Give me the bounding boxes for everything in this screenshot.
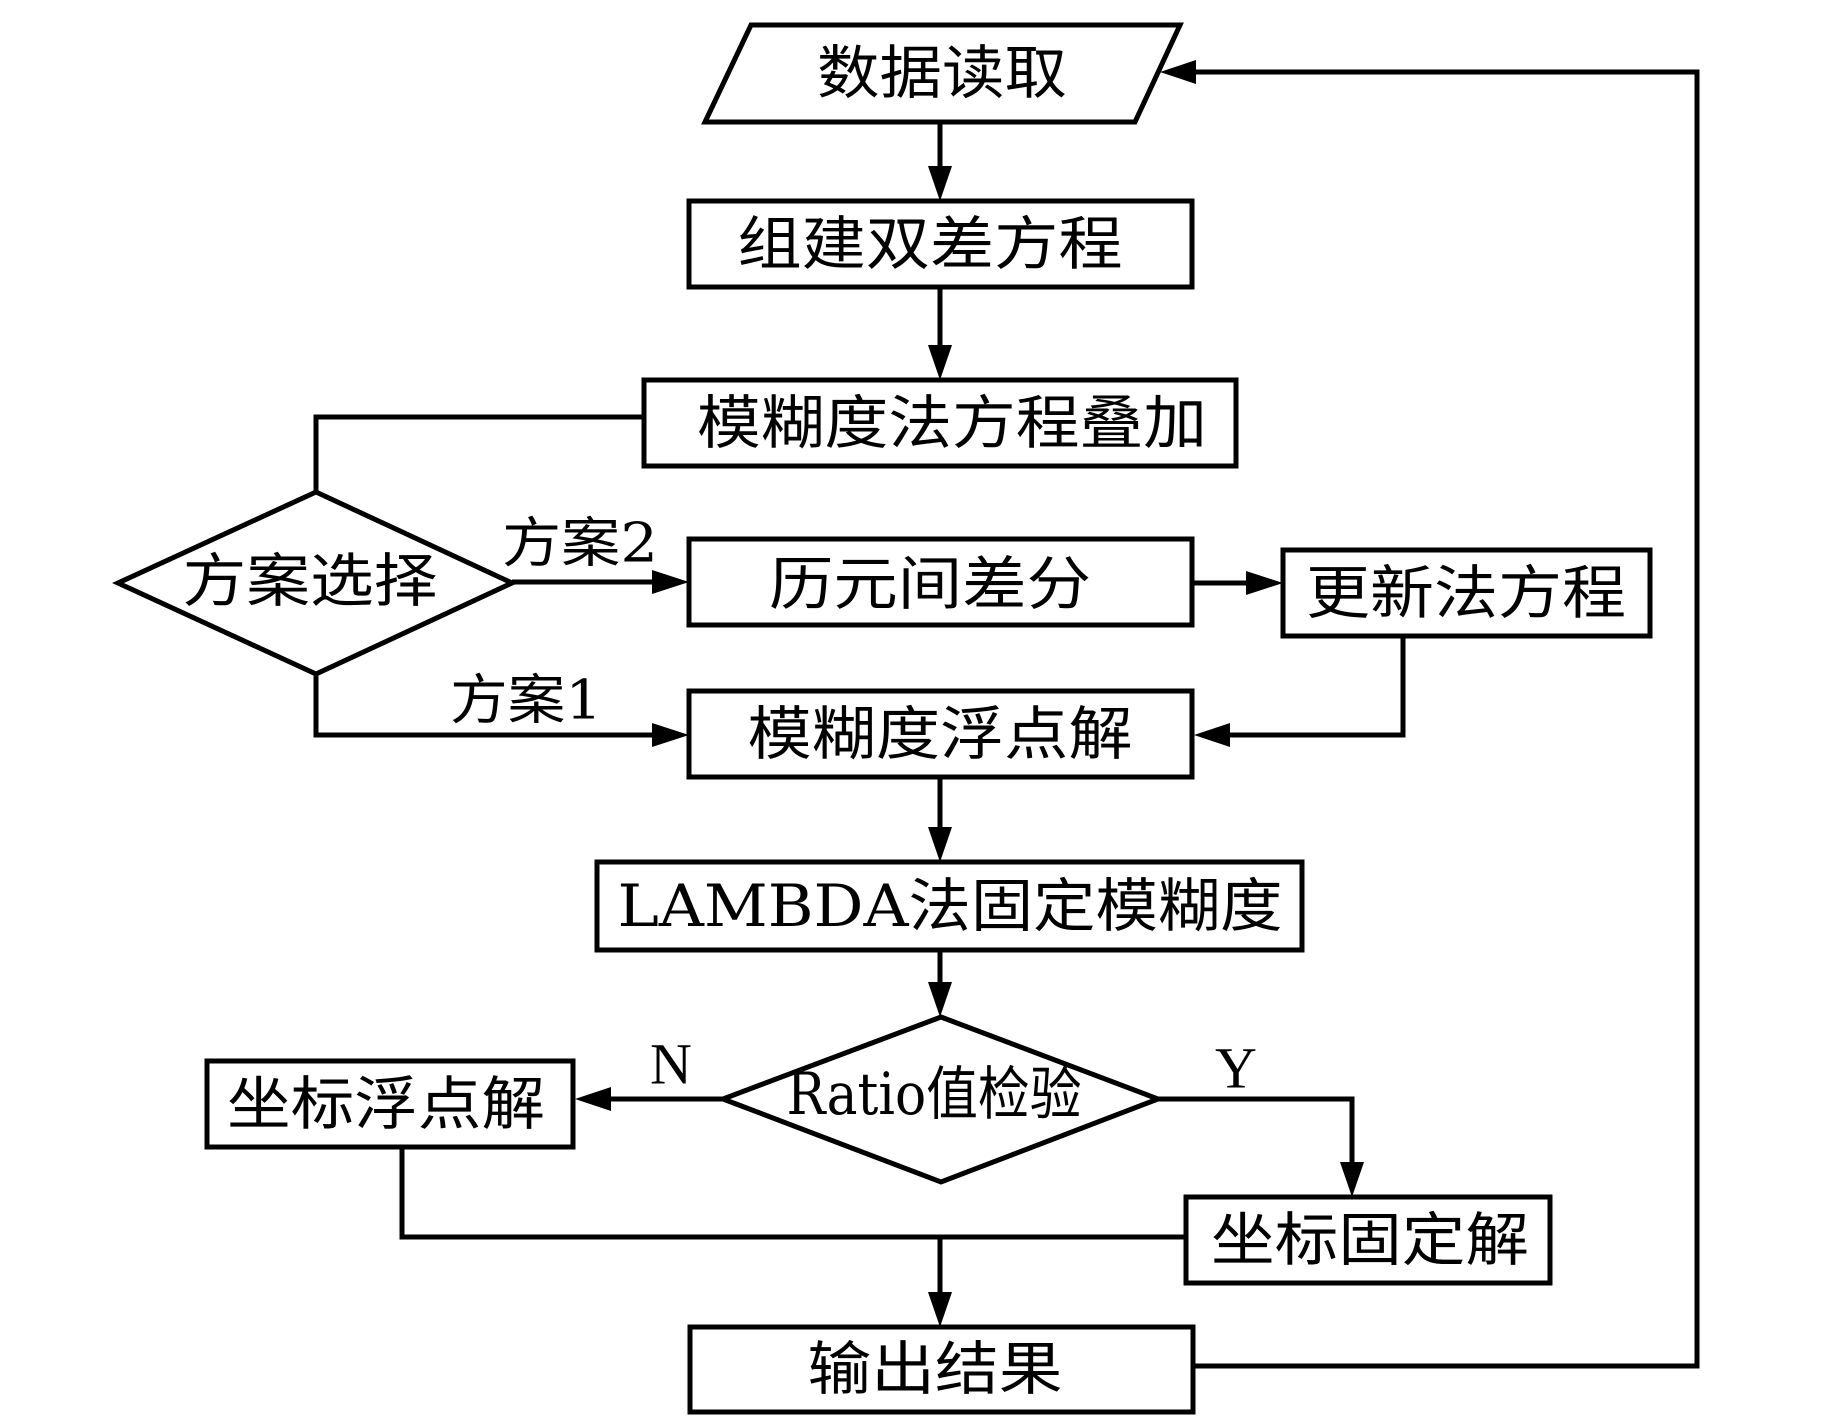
node-coordinate-float-solution[interactable]: 坐标浮点解 — [204, 1058, 576, 1150]
edge-update-to-float — [1218, 636, 1406, 738]
node-label: 数据读取 — [817, 39, 1067, 107]
arrowhead-down — [928, 166, 952, 201]
edge-label-scheme2: 方案2 — [502, 512, 658, 575]
node-normal-equation-stack[interactable]: 模糊度法方程叠加 — [641, 377, 1239, 469]
rect-shape — [686, 198, 1195, 290]
node-output-result[interactable]: 输出结果 — [687, 1324, 1196, 1415]
edge-ratio-to-coord-fixed — [1158, 1096, 1355, 1174]
arrowhead-left — [575, 1087, 611, 1111]
arrowhead-left — [1160, 60, 1196, 84]
arrowhead-down — [928, 982, 952, 1017]
node-label: 坐标浮点解 — [227, 1070, 545, 1138]
rect-shape — [641, 377, 1239, 469]
edge-stack-to-select — [313, 414, 644, 513]
node-epoch-difference[interactable]: 历元间差分 — [686, 536, 1195, 628]
node-lambda-fix-ambiguity[interactable]: LAMBDA法固定模糊度 — [594, 859, 1305, 953]
node-label: Ratio值检验 — [787, 1060, 1082, 1128]
rect-shape — [686, 688, 1195, 780]
rect-shape — [594, 859, 1305, 953]
node-update-normal-equation[interactable]: 更新法方程 — [1280, 547, 1653, 639]
node-label: 模糊度浮点解 — [748, 700, 1133, 768]
arrowhead-left — [1194, 723, 1230, 747]
node-label: 更新法方程 — [1306, 559, 1626, 627]
diamond-shape — [112, 489, 518, 677]
rect-shape — [1183, 1194, 1553, 1286]
arrowhead-right — [652, 570, 689, 594]
parallelogram-shape — [701, 22, 1184, 125]
edge-label-scheme1: 方案1 — [450, 669, 602, 732]
node-label: 坐标固定解 — [1211, 1206, 1529, 1274]
edge-output-feedback — [1184, 69, 1700, 1369]
node-label: 输出结果 — [808, 1335, 1063, 1403]
node-label: LAMBDA法固定模糊度 — [618, 872, 1283, 940]
node-data-read[interactable]: 数据读取 — [701, 22, 1184, 125]
node-label: 历元间差分 — [769, 550, 1091, 618]
arrowhead-down — [1340, 1162, 1364, 1197]
rect-shape — [687, 1324, 1196, 1415]
node-build-double-difference[interactable]: 组建双差方程 — [686, 198, 1195, 290]
node-scheme-select[interactable]: 方案选择 — [112, 489, 518, 677]
arrowhead-right — [652, 723, 689, 747]
diamond-shape — [715, 1014, 1166, 1185]
edge-coord-float-merge — [399, 1147, 1186, 1240]
edge-select-to-float — [313, 674, 666, 738]
node-label: 模糊度法方程叠加 — [697, 389, 1207, 457]
rect-shape — [686, 536, 1195, 628]
node-ratio-test[interactable]: Ratio值检验 — [715, 1014, 1166, 1185]
arrowhead-down — [928, 827, 952, 862]
node-label: 组建双差方程 — [738, 210, 1123, 278]
edge-label-yes: Y — [1215, 1036, 1257, 1101]
edge-label-no: N — [650, 1032, 692, 1097]
node-label: 方案选择 — [183, 547, 438, 615]
arrowhead-down — [928, 345, 952, 380]
node-float-ambiguity[interactable]: 模糊度浮点解 — [686, 688, 1195, 780]
arrowhead-right — [1246, 571, 1283, 595]
node-coordinate-fixed-solution[interactable]: 坐标固定解 — [1183, 1194, 1553, 1286]
rect-shape — [204, 1058, 576, 1150]
rect-shape — [1280, 547, 1653, 639]
arrowhead-down — [928, 1292, 952, 1327]
